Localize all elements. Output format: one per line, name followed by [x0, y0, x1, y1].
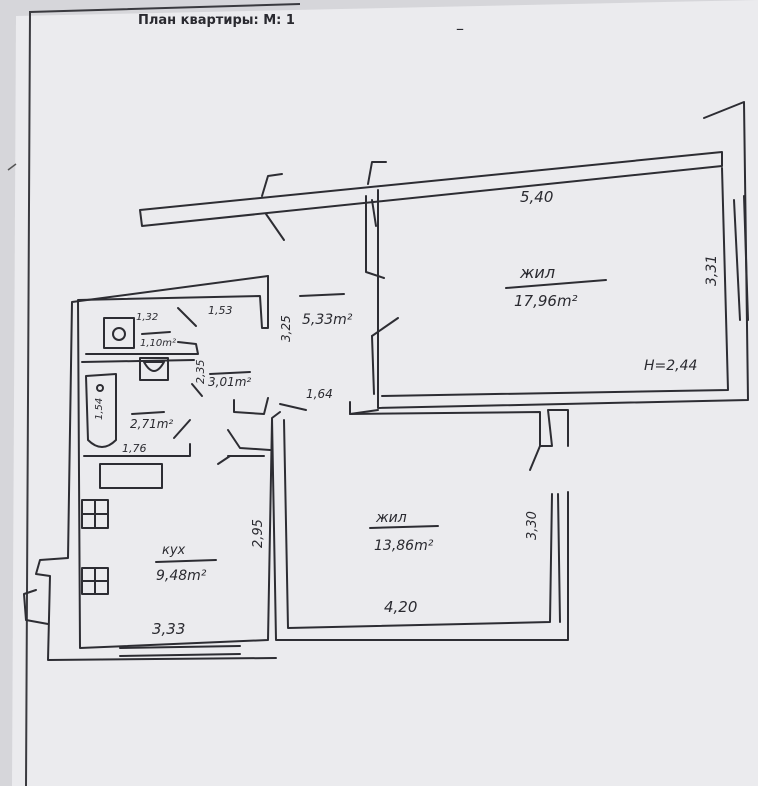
room-labels: жил 17,96m² жил 13,86m² кух 9,48m² 5,33m…	[130, 263, 578, 584]
wc-toilet-box	[103, 317, 135, 349]
corridor-underline	[209, 371, 251, 375]
sink-icon	[143, 361, 165, 372]
corridor-niche	[233, 397, 269, 415]
walls	[23, 101, 749, 661]
living2-depth: 3,30	[525, 511, 540, 540]
kitchen-outer-wall	[35, 275, 277, 661]
ceiling-height: H=2,44	[644, 358, 697, 374]
riser-left-door	[265, 213, 285, 241]
corridor-width: 1,53	[208, 304, 233, 317]
riser-left	[261, 173, 283, 197]
living2-underline	[369, 525, 439, 529]
kitchen-window	[119, 645, 241, 649]
hall-depth: 3,25	[279, 315, 293, 342]
living1-underline	[505, 279, 607, 289]
hall-door-swing	[371, 317, 399, 337]
frame-tick	[7, 163, 17, 171]
hall-opening-line	[279, 403, 307, 411]
plan-title: План квартиры: М: 1	[138, 13, 295, 28]
kitchen-window-2	[119, 653, 241, 657]
kitchen-area: 9,48m²	[156, 568, 207, 584]
wc-underline	[141, 331, 171, 335]
wc-width: 1,32	[136, 312, 158, 323]
living2-door-swing	[529, 445, 541, 471]
kitchen-label: кух	[162, 543, 186, 558]
living2-area: 13,86m²	[374, 538, 434, 554]
corridor-tick-2	[217, 455, 231, 465]
living2-top-wall	[349, 409, 569, 447]
corridor-tick	[191, 383, 203, 397]
living1-inner-wall	[381, 167, 729, 397]
wc-area: 1,10m²	[140, 338, 176, 349]
wc-door	[177, 307, 197, 327]
living2-outer-wall	[271, 411, 569, 641]
wc-bottom-wall	[85, 341, 199, 355]
bathtub-icon	[85, 373, 117, 448]
living1-outer-wall	[377, 101, 749, 409]
living2-inner-wall	[283, 419, 553, 629]
top-exterior-wall	[139, 151, 723, 227]
kitchen-inner-wall	[77, 275, 273, 649]
hall-wall-lower	[371, 335, 375, 395]
bath-bottom-wall	[83, 443, 191, 457]
kitchen-counter	[99, 463, 163, 489]
dimension-labels: 5,40 3,31 H=2,44 4,20 3,30 3,33 2,95 3,2…	[94, 188, 720, 638]
living1-area: 17,96m²	[514, 292, 578, 310]
wc-sink-box	[139, 357, 169, 381]
corridor-area: 3,01m²	[208, 375, 251, 389]
bath-area: 2,71m²	[130, 417, 173, 431]
bath-door	[173, 419, 191, 439]
wc-toilet-icon	[112, 327, 126, 341]
living2-label: жил	[375, 510, 407, 526]
hall-door-upper	[365, 195, 385, 279]
kitchen-width: 3,33	[152, 620, 185, 638]
riser-right-door	[371, 199, 377, 227]
corridor-door	[227, 429, 271, 451]
hall-underline	[299, 293, 345, 297]
bath-depth: 1,54	[94, 398, 105, 420]
frame-border	[25, 3, 301, 786]
living1-depth: 3,31	[704, 255, 720, 286]
kitchen-depth: 2,95	[251, 519, 266, 548]
exterior-stub	[23, 589, 49, 625]
bath-top-wall	[81, 359, 195, 363]
kitchen-underline	[155, 559, 217, 563]
bath-underline	[131, 411, 165, 415]
paper	[12, 0, 758, 786]
hall-area: 5,33m²	[302, 312, 353, 328]
bath-width: 1,76	[122, 442, 147, 455]
living1-window-2	[743, 195, 749, 321]
living2-window	[557, 493, 561, 623]
living1-label: жил	[519, 263, 555, 282]
living2-width: 4,20	[384, 598, 417, 616]
living1-window	[733, 199, 741, 321]
bath-drain-icon	[96, 384, 104, 392]
stray-mark: –	[456, 19, 464, 38]
corridor-depth: 2,35	[194, 360, 207, 385]
living1-width: 5,40	[520, 188, 553, 206]
hall-opening: 1,64	[306, 387, 333, 401]
riser-right	[367, 161, 387, 185]
